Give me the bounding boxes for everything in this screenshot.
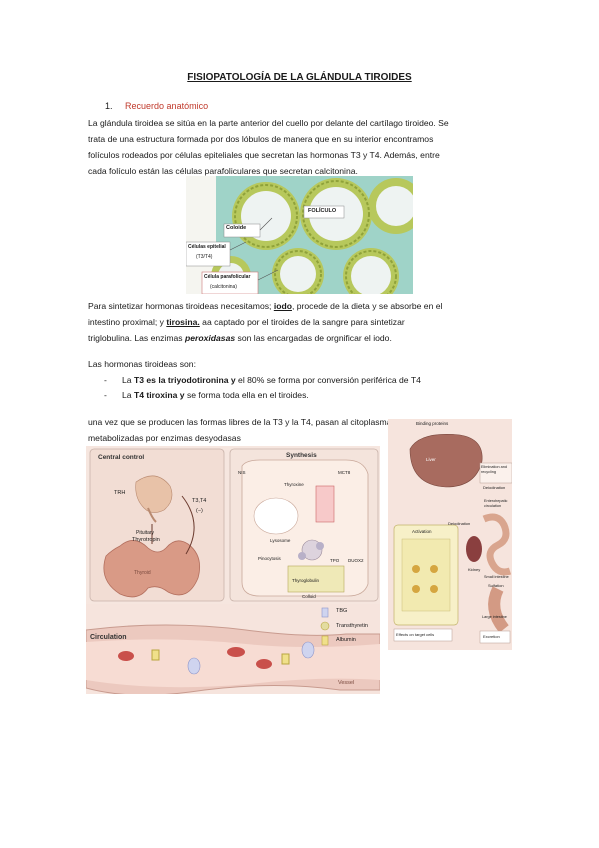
term-peroxidasas: peroxidasas	[184, 333, 236, 343]
metabolism-figure: Binding proteins Liver Elimination and r…	[388, 419, 512, 650]
text-span: son las encargadas de orgnificar el iodo…	[235, 333, 392, 343]
text-span: La	[122, 390, 134, 400]
label-calcitonina: (calcitonina)	[210, 284, 237, 290]
circulation-figure: Circulation TBG Transthyretin Albumin Ve…	[86, 604, 380, 694]
text-span: se forma toda ella en el tiroides.	[184, 390, 309, 400]
label-minus: (−)	[196, 508, 203, 514]
text-span: , procede de la dieta y se absorbe en el	[291, 301, 443, 311]
label-duox2: DUOX2	[348, 558, 364, 563]
paragraph-hormonas: Las hormonas tiroideas son:	[88, 359, 196, 369]
text-span: Para sintetizar hormonas tiroideas neces…	[88, 301, 274, 311]
list-bullet: -	[104, 375, 107, 385]
label-lysosome: Lysosome	[270, 538, 291, 543]
label-pinocytosis: Pinocytosis	[258, 556, 281, 561]
term-iodo: iodo	[273, 301, 292, 311]
paragraph-metabolism: una vez que se producen las formas libre…	[88, 414, 528, 446]
label-effects: Effects on target cells	[396, 632, 435, 637]
term-tirosina: tirosina.	[166, 317, 200, 327]
label-activation: Activation	[412, 529, 432, 534]
legend-albumin: Albumin	[336, 637, 356, 643]
text-line: La glándula tiroidea se sitúa en la part…	[88, 118, 449, 128]
label-t3t4: (T3/T4)	[196, 254, 213, 260]
text-line: Para sintetizar hormonas tiroideas neces…	[88, 298, 528, 314]
text-line: trata de una estructura formada por dos …	[88, 134, 434, 144]
label-thyroid: Thyroid	[134, 570, 151, 576]
text-line: metabolizadas por enzimas desyodasas	[88, 433, 241, 443]
paragraph-synthesis: Para sintetizar hormonas tiroideas neces…	[88, 298, 528, 346]
paragraph-anatomy: La glándula tiroidea se sitúa en la part…	[88, 115, 518, 179]
label-trh: TRH	[114, 490, 126, 496]
thyroid-control-figure: Central control TRH T3,T4 (−) Pituitary …	[86, 446, 380, 604]
label-synthesis: Synthesis	[286, 452, 317, 459]
label-nis: NIS	[238, 470, 246, 475]
section-label: Recuerdo anatómico	[125, 101, 209, 111]
text-line: intestino proximal; y tirosina. aa capta…	[88, 314, 528, 330]
text-span: intestino proximal; y	[88, 317, 167, 327]
section-number: 1.	[105, 101, 113, 111]
list-item: - La T3 es la triyodotironina y el 80% se…	[104, 372, 421, 388]
control-synthesis-illustration	[89, 448, 379, 602]
follicle-figure: Coloide FOLÍCULO Células epitelial (T3/T…	[186, 176, 413, 294]
page-title: FISIOPATOLOGÍA DE LA GLÁNDULA TIROIDES	[187, 72, 412, 83]
label-mct8: MCT8	[338, 470, 351, 475]
text-line: folículos rodeados por células epitelial…	[88, 150, 440, 160]
section-heading: 1. Recuerdo anatómico	[105, 101, 208, 111]
label-tpo: TPO	[330, 558, 340, 563]
label-binding-proteins: Binding proteins	[416, 421, 449, 426]
label-coloide: Coloide	[226, 225, 247, 231]
label-elimination: Elimination and recycling	[481, 465, 507, 474]
follicle-illustration	[186, 176, 413, 294]
list-bullet: -	[104, 390, 107, 400]
label-central-control: Central control	[98, 454, 145, 461]
text-line: triglobulina. Las enzimas peroxidasas so…	[88, 330, 528, 346]
label-pituitary: Pituitary	[136, 530, 155, 536]
term-t3: T3 es la triyodotironina y	[133, 375, 236, 385]
label-deiodination: Deiodination	[483, 485, 506, 490]
label-small-intestine: Small intestine	[484, 575, 509, 579]
label-thyroglobulin: Thyroglobulin	[292, 578, 320, 583]
text-span: triglobulina. Las enzimas	[88, 333, 185, 343]
term-t4: T4 tiroxina y	[133, 390, 185, 400]
label-colloid: Colloid	[302, 594, 316, 599]
metabolism-illustration	[388, 419, 512, 650]
text-span: aa captado por el tiroides de la sangre …	[199, 317, 405, 327]
label-t3t4: T3,T4	[192, 498, 207, 504]
circulation-illustration	[86, 607, 380, 694]
label-thyrotropin: Thyrotropin	[132, 537, 160, 543]
label-vessel: Vessel	[338, 680, 355, 686]
legend-transthyretin: Transthyretin	[336, 623, 368, 629]
legend-tbg: TBG	[336, 608, 348, 614]
label-liver: Liver	[426, 457, 436, 462]
label-circulation: Circulation	[90, 634, 127, 641]
label-kidney: Kidney	[468, 567, 481, 572]
label-thyroxine: Thyroxine	[284, 482, 304, 487]
text-line: cada folículo están las células parafoli…	[88, 166, 358, 176]
label-deiodination-2: Deiodination	[448, 521, 471, 526]
label-foliculo: FOLÍCULO	[308, 208, 337, 214]
list-item: - La T4 tiroxina y se forma toda ella en …	[104, 387, 309, 403]
label-celulas-epitelial: Células epitelial	[188, 244, 226, 250]
label-celula-parafolicular: Célula parafolicular	[204, 274, 251, 280]
text-span: La	[122, 375, 134, 385]
label-enterohepatic: Enterohepatic circulation	[484, 499, 508, 508]
label-sulfation: Sulfation	[488, 583, 504, 588]
text-line: una vez que se producen las formas libre…	[88, 417, 443, 427]
label-large-intestine: Large intestine	[482, 615, 507, 619]
text-span: el 80% se forma por conversión periféric…	[235, 375, 421, 385]
label-excretion: Excretion	[483, 634, 500, 639]
